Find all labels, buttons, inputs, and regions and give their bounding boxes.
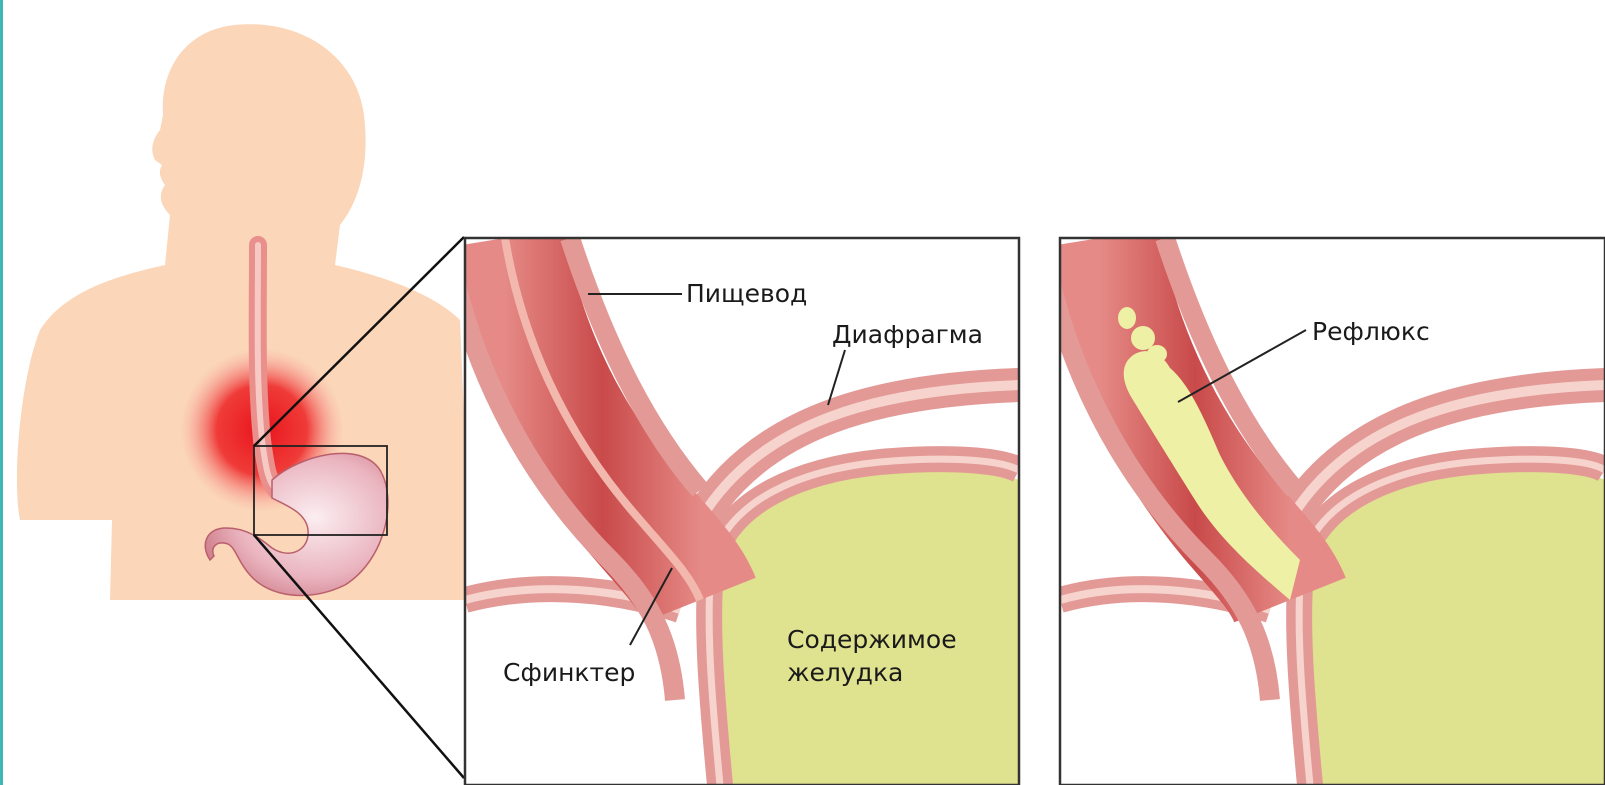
human-silhouette bbox=[17, 24, 470, 600]
panel-normal: Пищевод Диафрагма Сфинктер Содержимое же… bbox=[448, 238, 1019, 785]
label-reflux: Рефлюкс bbox=[1312, 317, 1430, 346]
panel-reflux: Рефлюкс bbox=[1043, 238, 1605, 785]
label-stomach-contents-1: Содержимое bbox=[787, 625, 957, 654]
label-sphincter: Сфинктер bbox=[503, 658, 635, 687]
label-esophagus: Пищевод bbox=[686, 279, 807, 308]
label-stomach-contents-2: желудка bbox=[787, 658, 903, 687]
label-diaphragm: Диафрагма bbox=[832, 320, 983, 349]
left-edge-strip bbox=[0, 0, 3, 785]
